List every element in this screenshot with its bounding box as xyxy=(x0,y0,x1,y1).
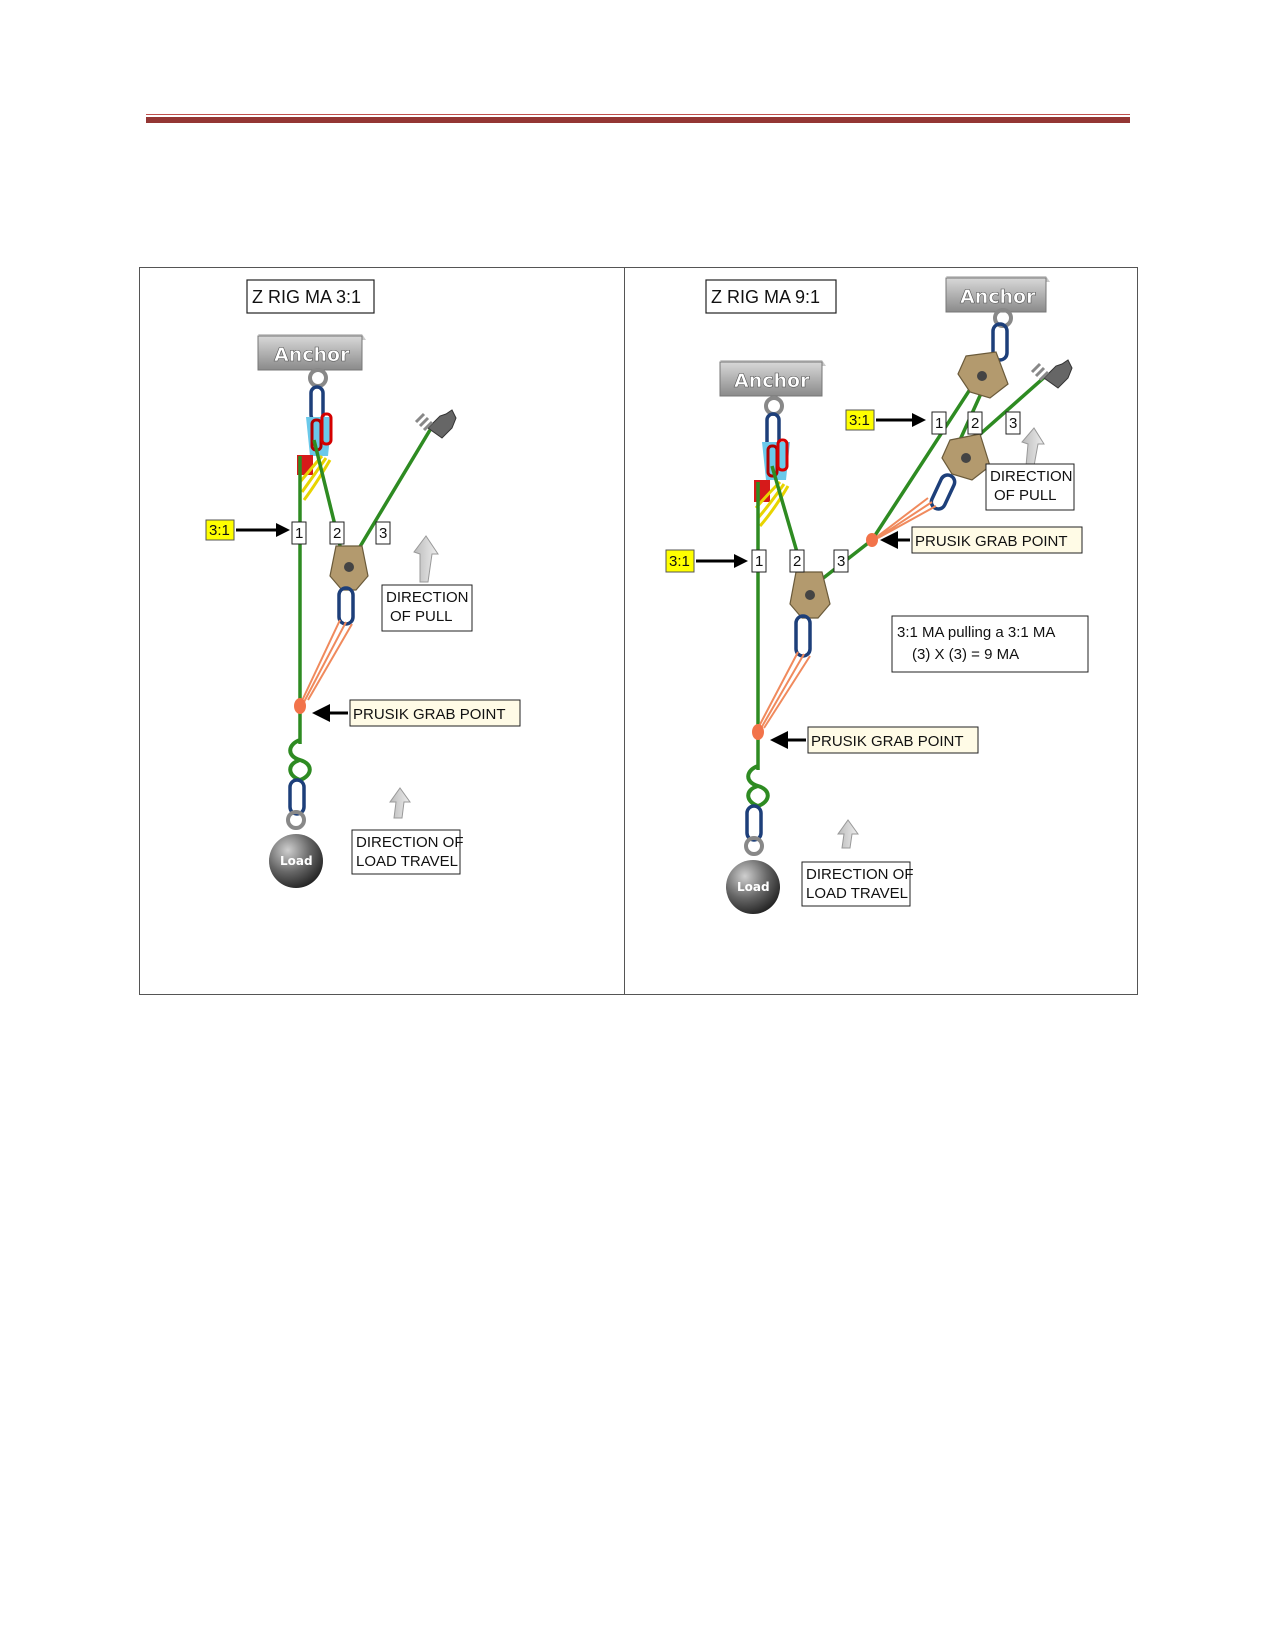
right-upper-traveling-pulley xyxy=(929,433,991,511)
right-ratio-tag-upper xyxy=(845,409,875,431)
right-load-label: Load xyxy=(737,880,770,894)
left-strand-2: 2 xyxy=(333,525,341,542)
left-load-ring xyxy=(286,810,306,830)
left-strand-1: 1 xyxy=(295,525,303,542)
header-rule-thin xyxy=(146,114,1130,115)
right-upper-strand-3: 3 xyxy=(1009,415,1017,432)
left-direction-load-line1: DIRECTION OF xyxy=(356,834,464,851)
right-lower-prusik-cord xyxy=(755,651,811,733)
left-traveling-pulley xyxy=(329,545,369,626)
right-panel: Z RIG MA 9:1 Anchor Anchor xyxy=(665,276,1089,914)
right-anchor-main-label: Anchor xyxy=(734,370,810,392)
right-ratio-tag-lower-label: 3:1 xyxy=(669,553,690,570)
right-upper-prusik-knot xyxy=(866,533,878,547)
left-ratio-arrow xyxy=(276,523,290,537)
left-title: Z RIG MA 3:1 xyxy=(252,287,361,307)
left-direction-pull-line2: OF PULL xyxy=(390,608,453,625)
left-prusik-label: PRUSIK GRAB POINT xyxy=(353,706,506,723)
left-prusik-knot xyxy=(294,698,306,714)
left-hand-icon xyxy=(414,409,457,439)
left-direction-load-line2: LOAD TRAVEL xyxy=(356,853,458,870)
left-panel: Z RIG MA 3:1 Anchor xyxy=(205,279,521,888)
right-lower-strand-2: 2 xyxy=(793,553,801,570)
right-upper-carabiner xyxy=(991,322,1009,362)
right-figure8-knot xyxy=(746,764,770,809)
figure-frame xyxy=(139,267,1138,995)
right-upper-prusik-cord xyxy=(869,497,937,543)
right-anchor-upper-label: Anchor xyxy=(960,286,1036,308)
left-strand-3: 3 xyxy=(379,525,387,542)
right-upper-strand-1: 1 xyxy=(935,415,943,432)
right-note-line1: 3:1 MA pulling a 3:1 MA xyxy=(897,624,1055,641)
right-carabiner-bottom xyxy=(745,804,763,842)
right-pull-arrow xyxy=(1021,427,1045,467)
right-lower-strand-1: 1 xyxy=(755,553,763,570)
right-lower-prusik-knot xyxy=(752,724,764,740)
right-direction-load-line1: DIRECTION OF xyxy=(806,866,914,883)
right-load-arrow xyxy=(837,819,859,849)
left-ratio-tag-label: 3:1 xyxy=(209,522,230,539)
left-anchor: Anchor xyxy=(257,334,366,371)
right-prusik-upper-label: PRUSIK GRAB POINT xyxy=(915,533,1068,550)
left-carabiner-bottom xyxy=(288,778,306,816)
right-hand-icon xyxy=(1030,359,1073,389)
right-ratio-tag-upper-label: 3:1 xyxy=(849,412,870,429)
right-load xyxy=(726,860,780,914)
right-ratio-tag-lower xyxy=(665,549,695,573)
left-load-label: Load xyxy=(280,854,313,868)
left-pull-arrow xyxy=(413,535,439,583)
right-anchor-upper: Anchor xyxy=(945,276,1050,313)
left-ratio-tag xyxy=(205,519,235,541)
right-upper-strand-2: 2 xyxy=(971,415,979,432)
left-figure8-knot xyxy=(288,738,312,783)
left-load-arrow xyxy=(389,787,411,819)
left-prusik-arrow xyxy=(312,704,330,722)
right-anchor-main: Anchor xyxy=(719,360,826,397)
panel-divider xyxy=(624,267,625,995)
right-ma-note xyxy=(891,615,1089,673)
left-direction-pull-line1: DIRECTION xyxy=(386,589,469,606)
left-load xyxy=(269,834,323,888)
right-lower-strand-3: 3 xyxy=(837,553,845,570)
right-direction-pull-line2: OF PULL xyxy=(994,487,1057,504)
right-direction-pull-line1: DIRECTION xyxy=(990,468,1073,485)
right-title: Z RIG MA 9:1 xyxy=(711,287,820,307)
right-prusik-lower-label: PRUSIK GRAB POINT xyxy=(811,733,964,750)
right-traveling-pulley xyxy=(789,571,831,658)
left-anchor-ring xyxy=(308,368,328,388)
left-anchor-label: Anchor xyxy=(274,344,350,366)
right-note-line2: (3) X (3) = 9 MA xyxy=(912,646,1019,663)
left-prusik-cord xyxy=(299,619,353,706)
right-direction-load-line2: LOAD TRAVEL xyxy=(806,885,908,902)
header-rule xyxy=(146,117,1130,123)
right-upper-pulley xyxy=(957,351,1009,399)
